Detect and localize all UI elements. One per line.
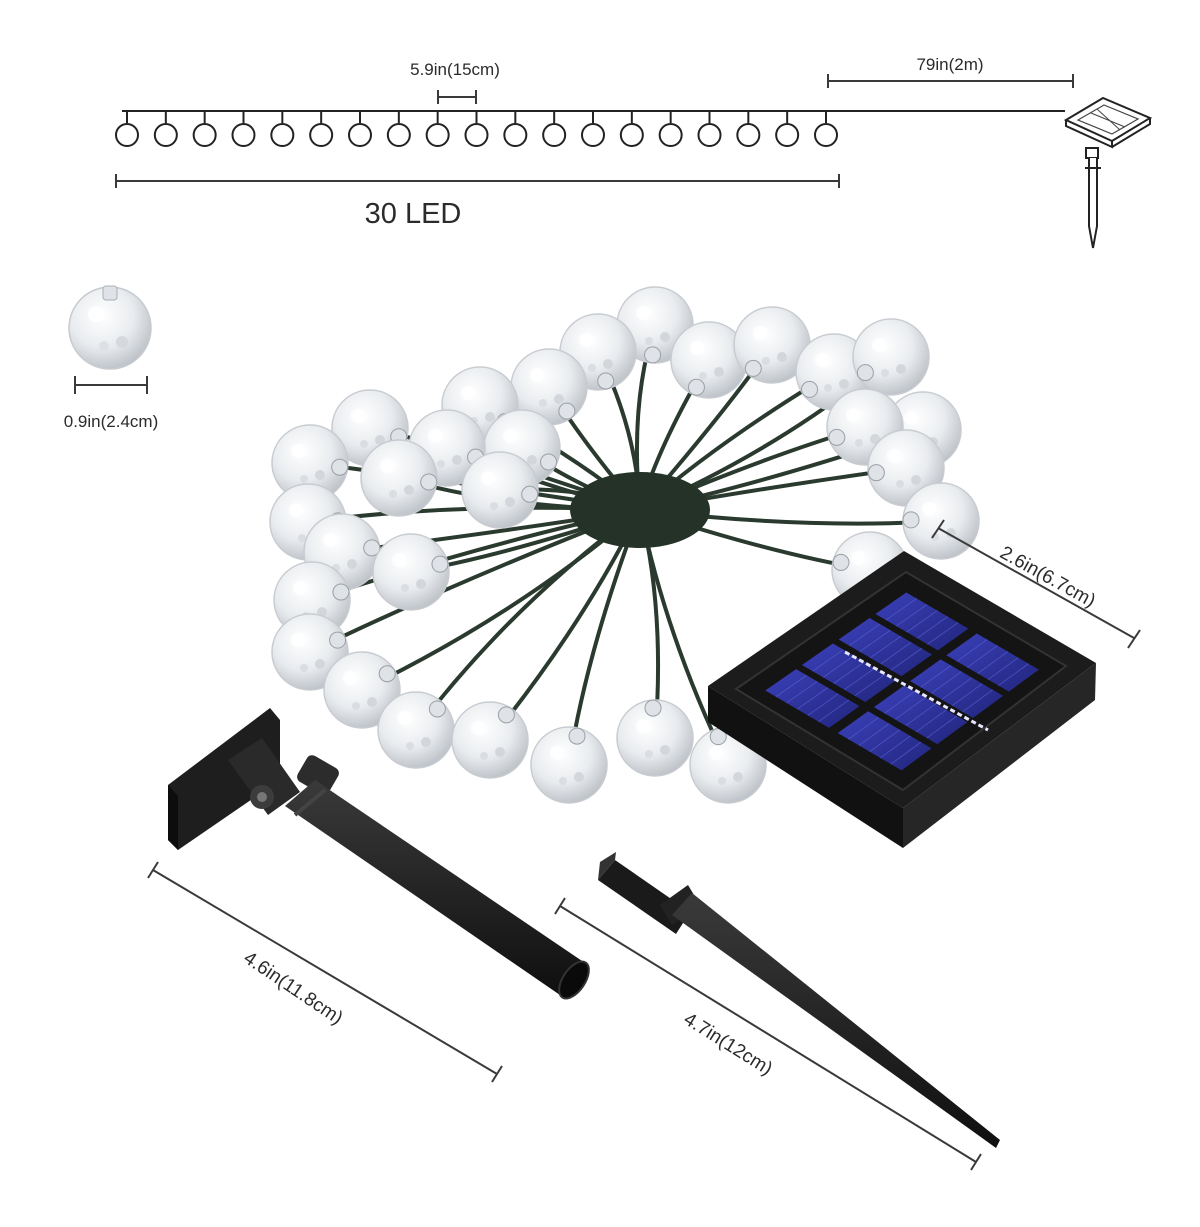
schematic-bulb — [581, 111, 605, 147]
schematic-bulb — [270, 111, 295, 147]
globe-bulb-icon — [360, 439, 438, 517]
spike-length-dimension: 4.7in(12cm) — [554, 897, 982, 1171]
cable-knot — [570, 472, 710, 548]
schematic-bulb — [192, 111, 217, 147]
schematic-bulb — [153, 111, 178, 147]
cluster-bulbs — [269, 286, 980, 804]
solar-cells — [765, 592, 1039, 771]
bulb-spacing-label: 5.9in(15cm) — [410, 60, 500, 79]
led-span-dimension: 30 LED — [115, 174, 840, 230]
schematic-bulb — [503, 111, 528, 147]
schematic-bulb — [348, 111, 372, 147]
schematic-bulb — [309, 111, 334, 147]
globe-bulb-icon — [377, 691, 455, 769]
holder-length-label: 4.6in(11.8cm) — [240, 948, 347, 1030]
bulb-spacing-dimension: 5.9in(15cm) — [410, 60, 500, 104]
schematic-bulb — [814, 111, 838, 147]
panel-width-label: 2.6in(6.7cm) — [996, 542, 1099, 612]
schematic-bulb — [775, 111, 800, 147]
schematic-bulb — [619, 111, 644, 147]
globe-bulb-icon — [616, 699, 694, 777]
lead-cable-label: 79in(2m) — [916, 55, 983, 74]
spike-length-label: 4.7in(12cm) — [680, 1009, 776, 1080]
holder-tube — [285, 780, 590, 1000]
bulb-diameter-label: 0.9in(2.4cm) — [64, 412, 158, 431]
panel-busbar — [844, 650, 989, 732]
led-count-label: 30 LED — [365, 198, 462, 230]
schematic-bulb — [542, 111, 567, 147]
schematic-bulb — [658, 111, 683, 147]
schematic-bulb — [697, 111, 722, 147]
schematic-bulb — [231, 111, 256, 147]
globe-bulb-icon — [451, 701, 529, 779]
solar-panel-icon — [708, 551, 1096, 848]
schematic-string — [115, 110, 1065, 147]
schematic-bulb — [386, 111, 411, 147]
schematic-solar-panel — [1063, 96, 1153, 249]
schematic-bulb — [736, 111, 761, 147]
globe-bulb-icon — [461, 451, 539, 529]
panel-holder — [168, 708, 590, 1000]
bulb-diameter-detail: 0.9in(2.4cm) — [64, 285, 158, 431]
globe-bulb-icon — [670, 321, 748, 399]
globe-bulb-icon — [68, 285, 152, 370]
schematic-bulbs — [115, 111, 838, 147]
globe-bulb-icon — [372, 533, 450, 611]
schematic-bulb — [115, 111, 139, 147]
globe-bulb-icon — [530, 726, 608, 804]
globe-bulb-icon — [323, 651, 401, 729]
light-string-cluster — [269, 286, 980, 804]
globe-bulb-icon — [902, 482, 980, 560]
globe-bulb-icon — [852, 318, 930, 396]
globe-bulb-icon — [733, 306, 811, 384]
lead-cable-dimension: 79in(2m) — [827, 55, 1074, 88]
ground-stake-icon — [598, 852, 1000, 1148]
schematic-bulb — [425, 111, 450, 147]
schematic-bulb — [464, 111, 489, 147]
